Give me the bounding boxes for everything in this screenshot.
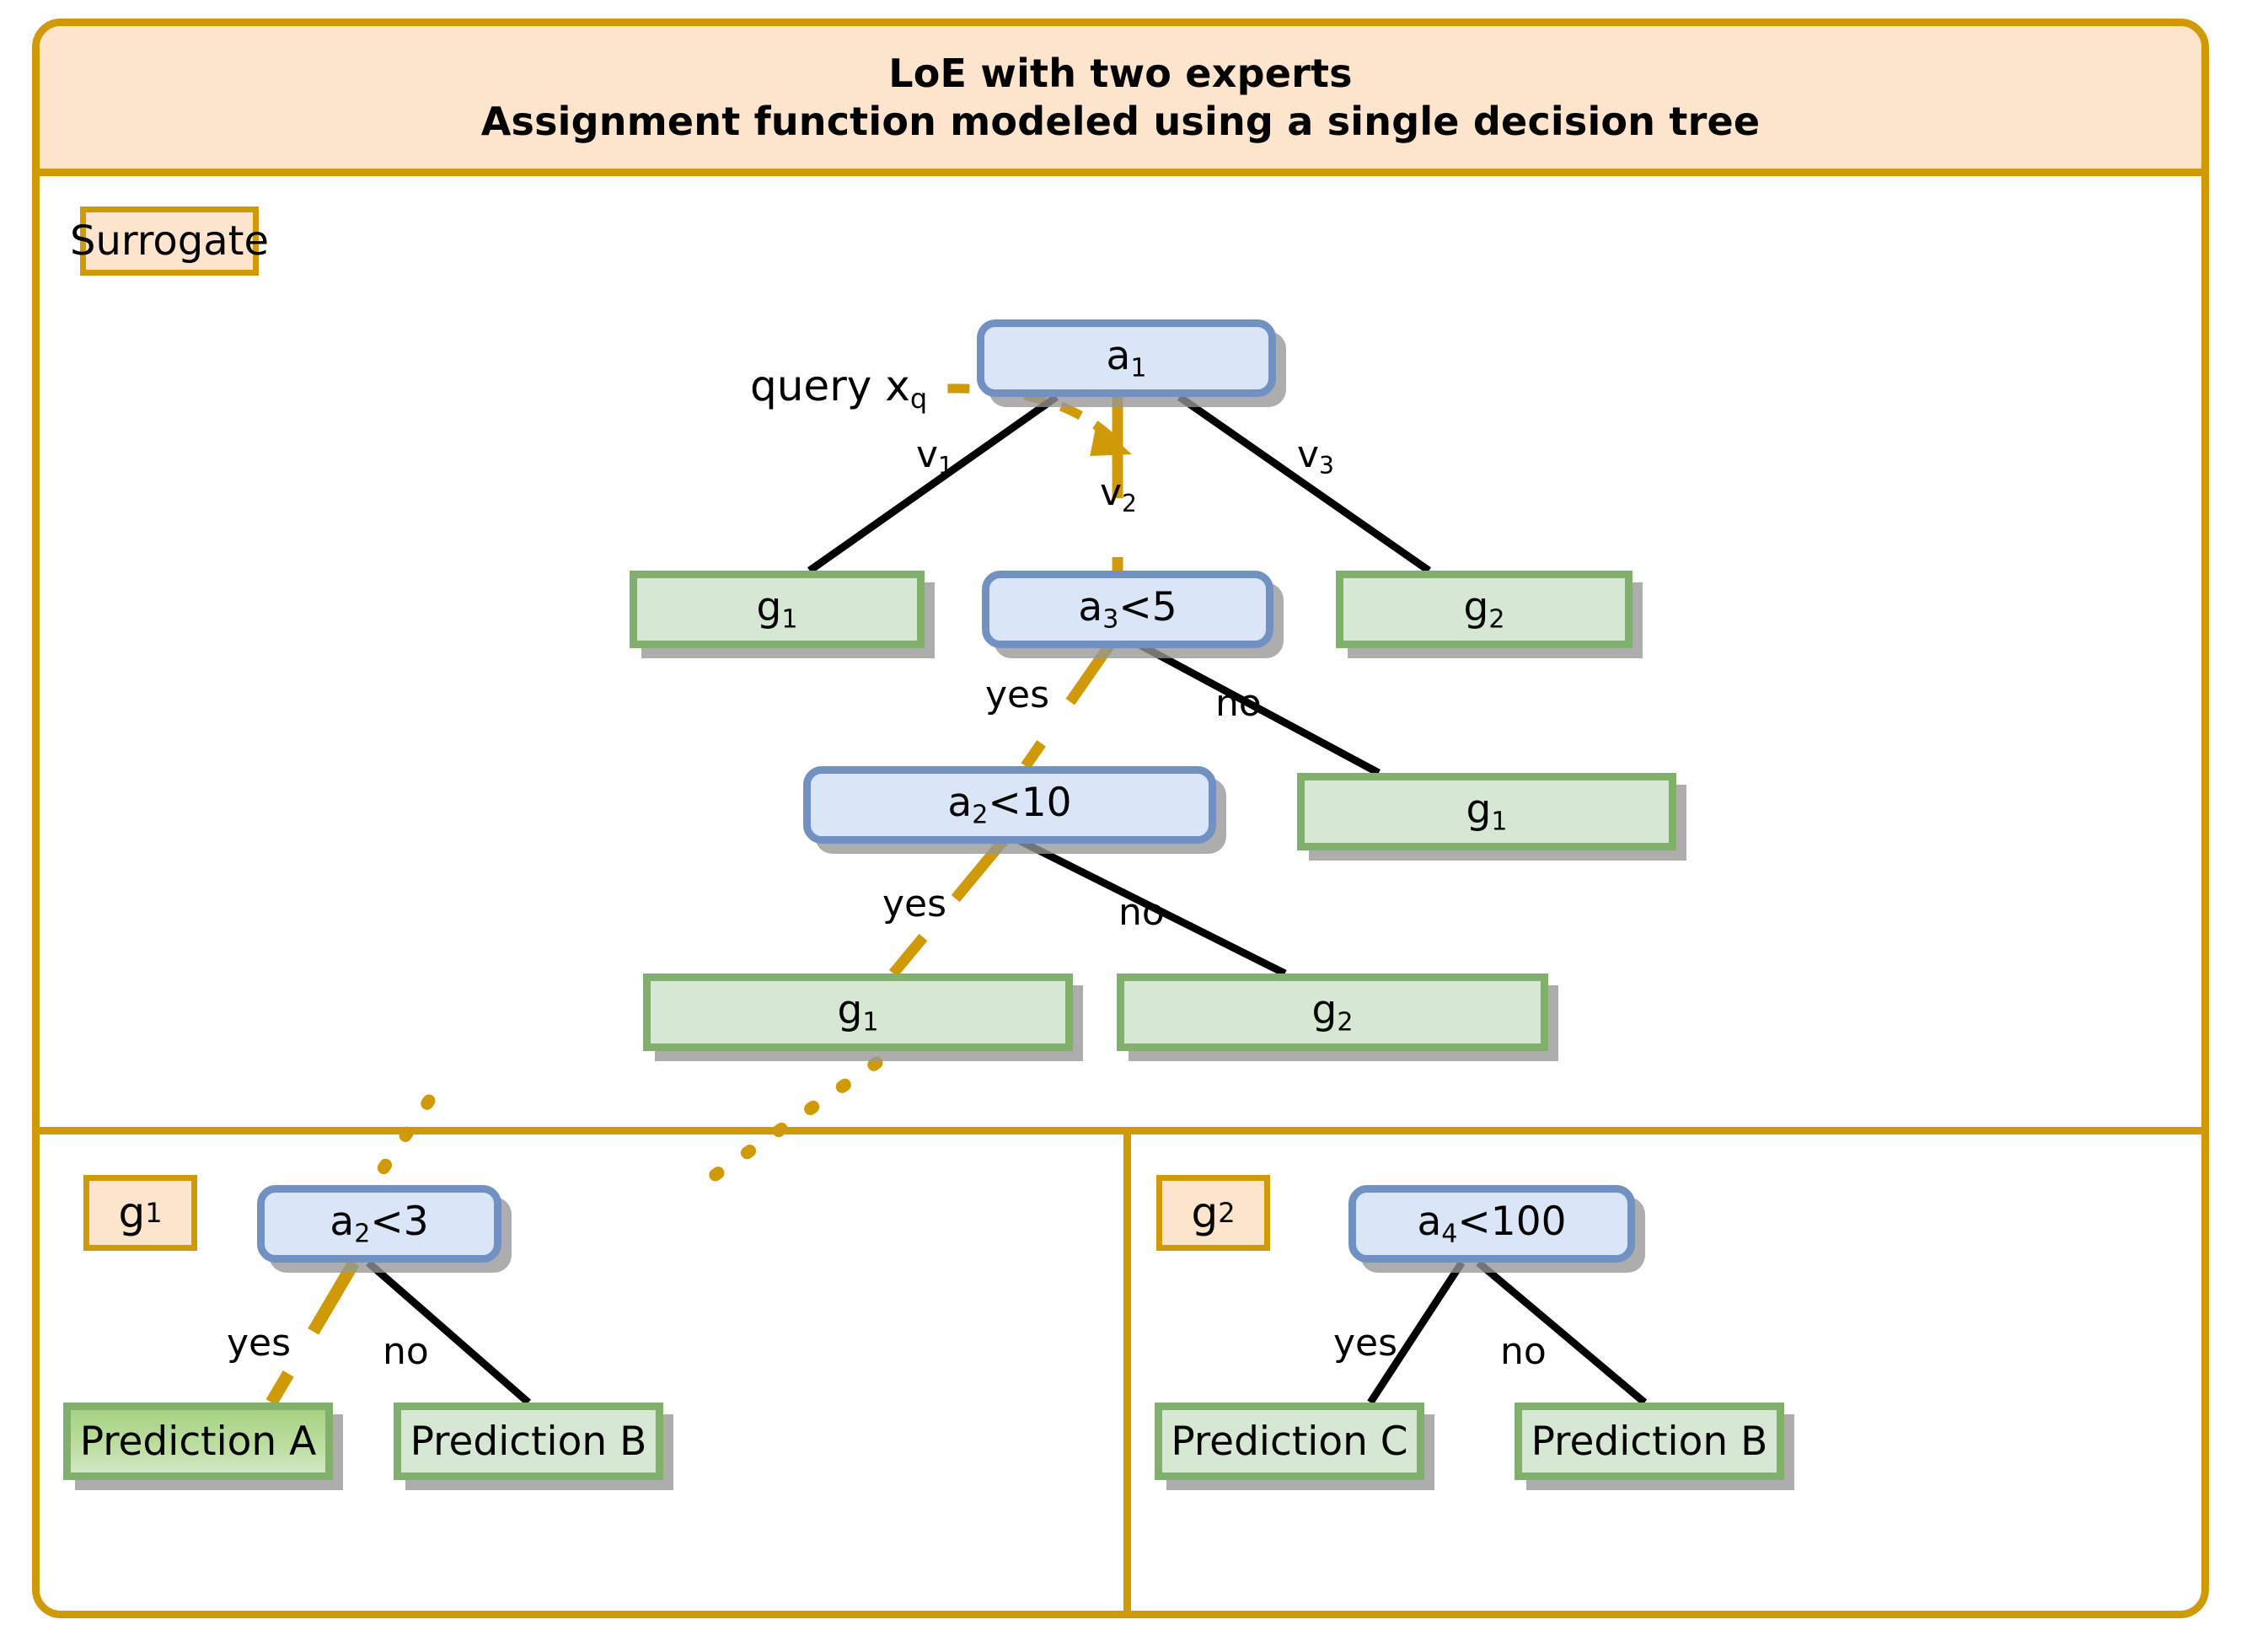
node-leaf-g1-yes-label: g1	[837, 987, 879, 1038]
title-line-2: Assignment function modeled using a sing…	[480, 98, 1761, 144]
node-g1-root-label: a2<3	[330, 1199, 429, 1249]
node-leaf-g1-yes[interactable]: g1	[643, 974, 1073, 1051]
node-leaf-g2-right[interactable]: g2	[1336, 571, 1632, 648]
node-g1-prediction-a-label: Prediction A	[79, 1418, 317, 1465]
diagram-title-banner: LoE with two experts Assignment function…	[40, 26, 2201, 176]
node-g2-prediction-c[interactable]: Prediction C	[1155, 1403, 1424, 1480]
edge-label-no-a3: no	[1215, 682, 1262, 725]
edge-label-v1: v1	[916, 433, 953, 480]
node-a2-lt-10[interactable]: a2<10	[803, 766, 1216, 844]
expert-g1-edges	[265, 1094, 531, 1406]
query-label: query x	[750, 362, 910, 410]
node-g2-prediction-c-label: Prediction C	[1171, 1418, 1408, 1465]
node-g2-root-a4-lt-100[interactable]: a4<100	[1348, 1185, 1635, 1263]
edge-label-g1-yes: yes	[227, 1322, 292, 1365]
node-leaf-g1-no[interactable]: g1	[1297, 773, 1676, 850]
node-a2-lt-10-label: a2<10	[947, 780, 1072, 830]
node-leaf-g2-no[interactable]: g2	[1117, 974, 1548, 1051]
node-root-a1-label: a1	[1106, 333, 1147, 384]
panel-divider-vertical	[1123, 1134, 1131, 1611]
query-arrow-head	[1090, 422, 1132, 456]
node-leaf-g1-left[interactable]: g1	[630, 571, 925, 648]
surrogate-panel: Surrogate query xq a	[40, 176, 2201, 1186]
surrogate-tag: Surrogate	[70, 206, 269, 276]
node-g2-root-label: a4<100	[1417, 1199, 1567, 1249]
node-root-a1[interactable]: a1	[977, 319, 1276, 397]
expert-g2-edges	[1367, 1259, 1648, 1406]
edge-label-g2-yes: yes	[1333, 1322, 1398, 1365]
node-g1-prediction-a[interactable]: Prediction A	[63, 1403, 333, 1480]
edge-label-g2-no: no	[1500, 1330, 1547, 1373]
node-leaf-g2-right-label: g2	[1463, 584, 1505, 635]
node-g1-prediction-b[interactable]: Prediction B	[394, 1403, 663, 1480]
edge-label-v2: v2	[1100, 471, 1137, 518]
node-a3-lt-5[interactable]: a3<5	[982, 571, 1273, 648]
edge-label-no-a2: no	[1118, 891, 1165, 934]
diagram-frame: LoE with two experts Assignment function…	[32, 19, 2209, 1618]
edge-label-yes-a3: yes	[985, 673, 1050, 716]
node-leaf-g2-no-label: g2	[1311, 987, 1354, 1038]
title-line-1: LoE with two experts	[888, 51, 1353, 97]
query-subscript: q	[909, 382, 928, 415]
edge-root-right	[1177, 394, 1431, 574]
node-g2-prediction-b[interactable]: Prediction B	[1515, 1403, 1784, 1480]
edge-label-yes-a2: yes	[882, 882, 947, 925]
node-g2-prediction-b-label: Prediction B	[1531, 1418, 1768, 1465]
node-leaf-g1-left-label: g1	[756, 584, 798, 635]
node-g1-prediction-b-label: Prediction B	[410, 1418, 647, 1465]
edge-label-v3: v3	[1297, 433, 1334, 480]
node-a3-lt-5-label: a3<5	[1078, 584, 1177, 635]
query-annotation: query xq	[750, 362, 927, 415]
edge-root-left	[807, 394, 1059, 574]
panel-divider-horizontal	[40, 1127, 2201, 1134]
node-g1-root-a2-lt-3[interactable]: a2<3	[257, 1185, 501, 1263]
node-leaf-g1-no-label: g1	[1466, 786, 1508, 837]
edge-label-g1-no: no	[383, 1330, 429, 1373]
